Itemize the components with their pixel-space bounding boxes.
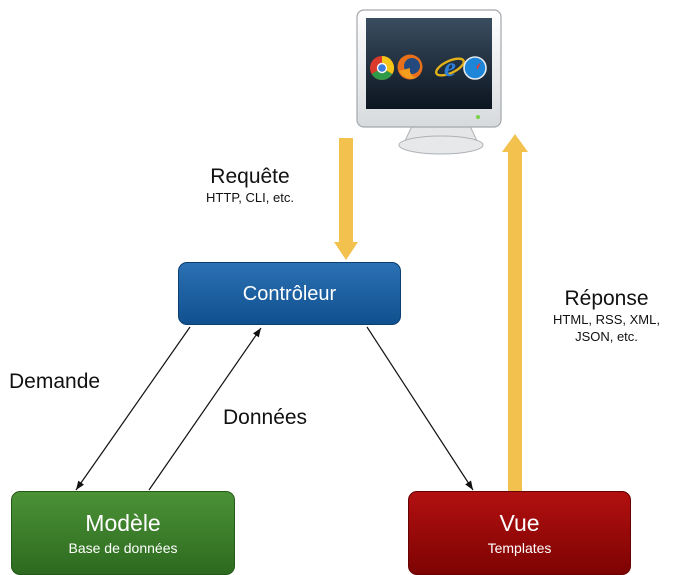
controller-title: Contrôleur	[242, 283, 337, 305]
demand-arrow	[75, 326, 191, 491]
request-subtitle: HTTP, CLI, etc.	[206, 190, 294, 205]
internet-explorer-icon: e	[434, 52, 466, 82]
request-arrow	[334, 138, 358, 260]
computer-monitor-icon: e	[356, 9, 502, 155]
response-subtitle-line-1: HTML, RSS, XML,	[553, 312, 660, 327]
request-label: Requête HTTP, CLI, etc.	[175, 165, 325, 206]
response-title: Réponse	[564, 287, 649, 310]
firefox-icon	[397, 54, 423, 80]
data-arrow	[148, 327, 262, 491]
response-arrow	[502, 134, 528, 492]
model-box: Modèle Base de données	[11, 491, 235, 575]
view-title: Vue	[499, 510, 540, 536]
request-title: Requête	[210, 165, 290, 188]
response-subtitle-line-2: JSON, etc.	[575, 329, 638, 344]
controller-box: Contrôleur	[178, 262, 401, 325]
model-subtitle: Base de données	[68, 540, 178, 556]
render-arrow	[366, 326, 474, 491]
svg-text:e: e	[444, 52, 456, 82]
response-label: Réponse HTML, RSS, XML, JSON, etc.	[524, 287, 683, 345]
view-subtitle: Templates	[487, 540, 552, 556]
model-title: Modèle	[85, 510, 161, 536]
view-box: Vue Templates	[408, 491, 631, 575]
data-label: Données	[223, 406, 308, 429]
safari-icon	[463, 56, 487, 80]
demand-label: Demande	[9, 370, 101, 393]
chrome-icon	[370, 55, 395, 81]
